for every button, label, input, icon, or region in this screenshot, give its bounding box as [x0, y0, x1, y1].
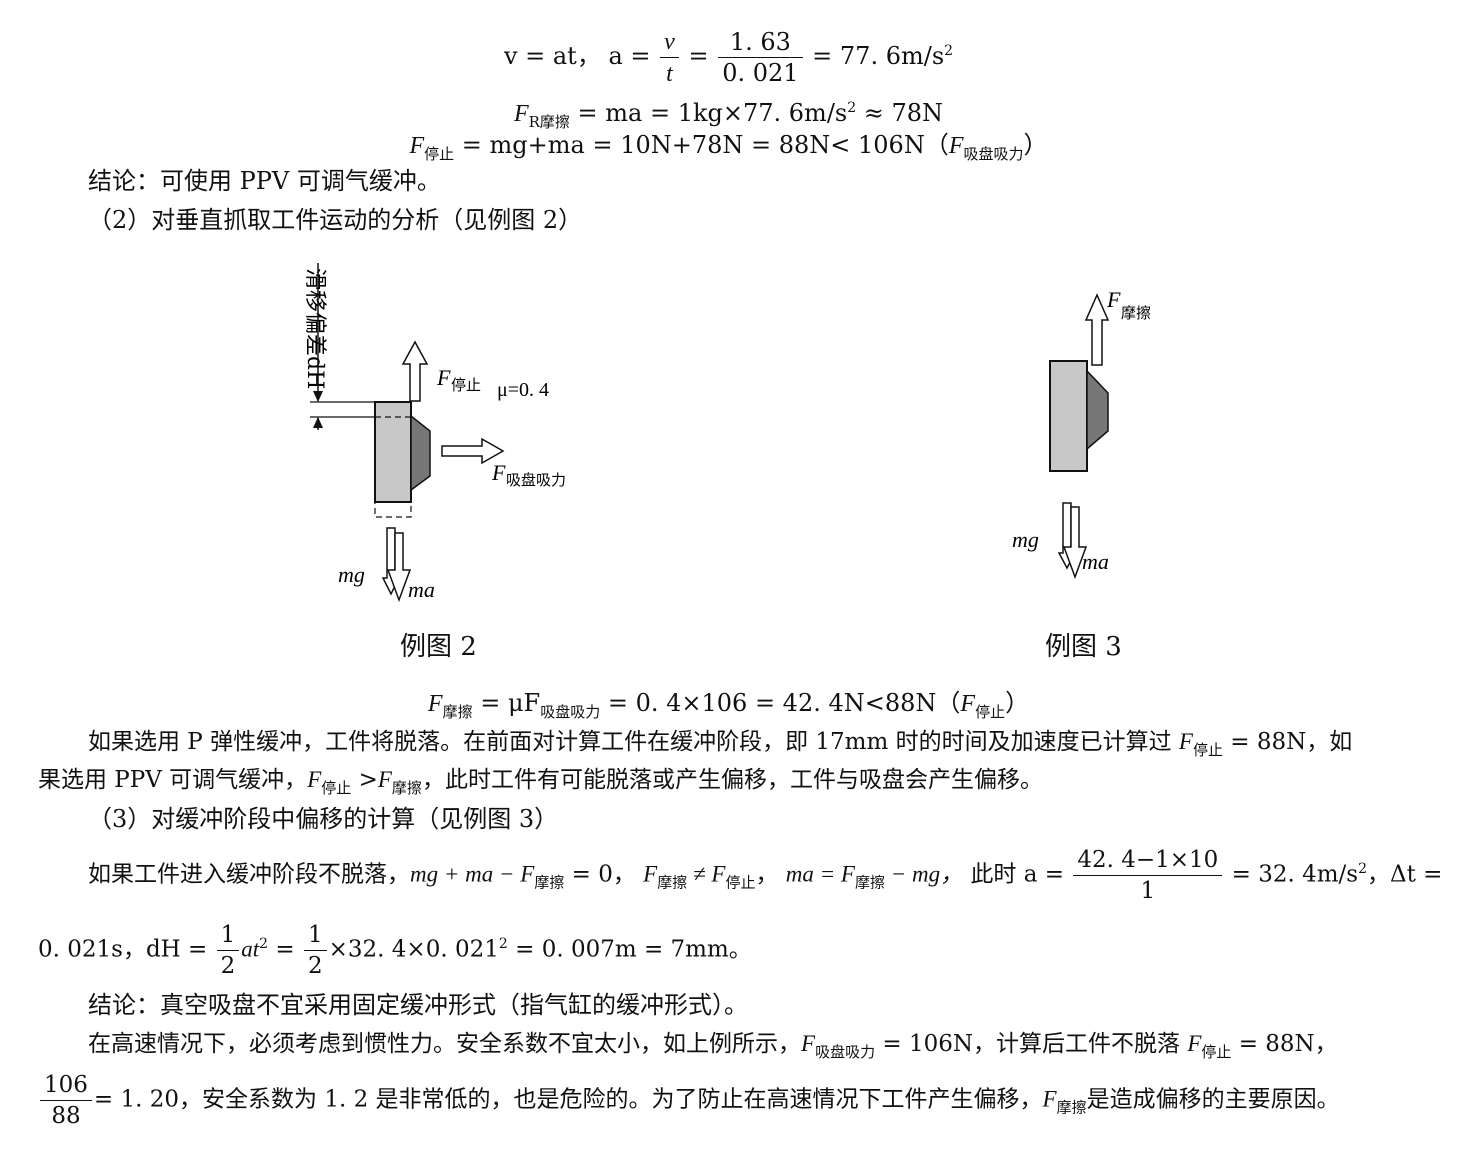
svg-text:F: F [1106, 287, 1121, 312]
caption-diagram-2: 例图 2 [400, 632, 477, 662]
svg-text:mg: mg [338, 562, 365, 587]
conclusion-2: 结论：真空吸盘不宜采用固定缓冲形式（指气缸的缓冲形式）。 [88, 991, 748, 1019]
svg-text:F: F [436, 365, 451, 390]
equation-velocity: v = at， a = v t = 1. 63 0. 021 = 77. 6m/… [503, 26, 954, 89]
acceleration-fraction: 42. 4−1×10 1 [1073, 845, 1223, 906]
paragraph-elastic-buffer-1: 如果选用 P 弹性缓冲，工件将脱落。在前面对计算工件在缓冲阶段，即 17mm 时… [88, 729, 1353, 759]
equation-friction-calc: F摩擦 = μF吸盘吸力 = 0. 4×106 = 42. 4N<88N（F停止… [427, 689, 1030, 721]
caption-diagram-3: 例图 3 [1045, 632, 1122, 662]
eq1-left: v = at， a = [503, 42, 651, 70]
svg-text:ma: ma [408, 577, 435, 602]
slip-deviation-label: 滑移偏差dH [302, 268, 327, 389]
stop-force-arrow [401, 340, 429, 402]
workpiece [374, 401, 412, 503]
paragraph-high-speed: 在高速情况下，必须考虑到惯性力。安全系数不宜太小，如上例所示，F吸盘吸力 = 1… [88, 1031, 1338, 1061]
svg-text:摩擦: 摩擦 [1121, 304, 1151, 322]
friction-coefficient: μ=0. 4 [497, 379, 549, 401]
svg-text:F: F [491, 460, 506, 485]
svg-text:ma: ma [1082, 549, 1109, 574]
conclusion-1: 结论：可使用 PPV 可调气缓冲。 [88, 167, 441, 195]
diagram-3: F 摩擦 mg ma [1012, 287, 1151, 580]
suction-cup [1086, 369, 1109, 451]
section-2-heading: （2）对垂直抓取工件运动的分析（见例图 2） [88, 206, 583, 234]
svg-text:停止: 停止 [451, 376, 481, 394]
eq1-fraction-v-t: v t [660, 26, 679, 89]
svg-text:mg: mg [1012, 527, 1039, 552]
eq1-fraction-values: 1. 63 0. 021 [718, 27, 803, 88]
paragraph-elastic-buffer-2: 果选用 PPV 可调气缓冲，F停止 >F摩擦，此时工件有可能脱落或产生偏移，工件… [38, 767, 1043, 797]
suction-force-arrow [441, 437, 505, 465]
svg-text:吸盘吸力: 吸盘吸力 [506, 471, 566, 489]
section-3-heading: （3）对缓冲阶段中偏移的计算（见例图 3） [88, 805, 559, 833]
ma-arrow [1062, 506, 1088, 580]
ma-arrow [386, 532, 412, 603]
suction-cup [410, 414, 431, 492]
friction-force-arrow [1084, 293, 1110, 366]
diagram-2: 滑移偏差dH F 停止 μ=0. 4 F 吸盘吸力 mg ma [302, 263, 566, 603]
paragraph-buffer-calc: 如果工件进入缓冲阶段不脱落，mg + ma − F摩擦 = 0， F摩擦 ≠ F… [88, 845, 1443, 906]
equation-friction-force: FR摩擦 = ma = 1kg×77. 6m/s2 ≈ 78N [513, 99, 944, 131]
equation-stop-force: F停止 = mg+ma = 10N+78N = 88N< 106N（F吸盘吸力） [409, 131, 1048, 163]
workpiece [1049, 360, 1088, 472]
